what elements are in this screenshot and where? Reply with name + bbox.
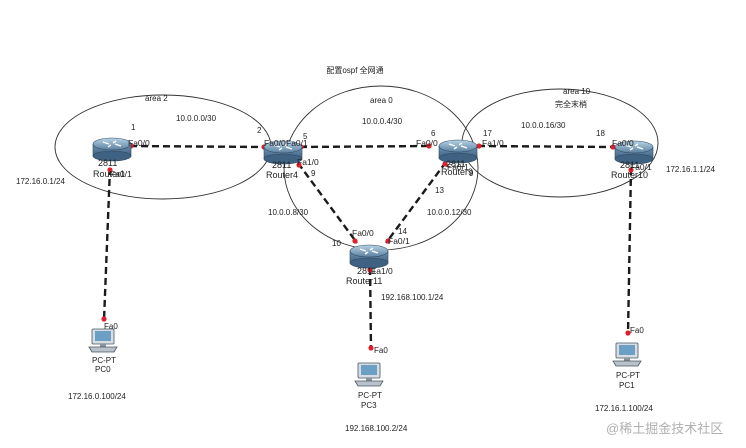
host-number: 17	[483, 129, 492, 138]
port-label-r4-fa00: Fa0/0	[264, 138, 286, 148]
subnet-r9-r11: 10.0.0.12/30	[427, 208, 472, 217]
router11[interactable]: 2811 Router11	[346, 244, 389, 286]
endpoint-dot	[628, 167, 634, 173]
port-label-r4-fa10: Fa1/0	[297, 157, 319, 167]
subnet-r4-r9: 10.0.0.4/30	[362, 117, 403, 126]
router11-name: Router11	[346, 276, 382, 286]
endpoint-dot	[476, 143, 482, 149]
endpoint-dot	[101, 316, 107, 322]
host-number: 13	[435, 186, 444, 195]
link-r9-r10	[477, 144, 615, 149]
pc3-ip: 192.168.100.2/24	[345, 424, 408, 433]
endpoint-dot	[367, 267, 373, 273]
pc1-type: PC-PT	[616, 371, 640, 380]
pc3-type: PC-PT	[358, 391, 382, 400]
area-2-label: area 2	[145, 94, 168, 103]
subnet-r1-r4: 10.0.0.0/30	[176, 114, 217, 123]
link-r1-r4	[129, 144, 266, 149]
host-number: 6	[431, 129, 436, 138]
pc0-port: Fa0	[104, 322, 118, 331]
endpoint-dot	[625, 330, 631, 336]
diagram-title: 配置ospf 全网通	[326, 65, 383, 75]
subnet-r4-r11: 10.0.0.8/30	[268, 208, 309, 217]
router9-model: 2811	[446, 159, 465, 169]
pc0-type: PC-PT	[92, 356, 116, 365]
port-label-r9-fa01: Fa0/1	[447, 162, 469, 172]
router11-model: 2811	[357, 266, 376, 276]
port-label-r1-fa01: Fa0/1	[110, 169, 132, 179]
router1-model: 2811	[98, 158, 117, 168]
pc0[interactable]: Fa0 PC-PT PC0 172.16.0.100/24	[68, 322, 126, 401]
port-label-r1-fa00: Fa0/0	[128, 138, 150, 148]
router10-name: Router10	[611, 170, 648, 180]
pc1-ip: 172.16.1.100/24	[595, 404, 653, 413]
endpoint-dot	[385, 238, 391, 244]
port-label-r11-fa10: Fa1/0	[371, 266, 393, 276]
router9[interactable]: 2811 Router9	[438, 139, 478, 177]
area-10-subtitle: 完全末梢	[555, 99, 587, 109]
host-number: 2	[257, 126, 262, 135]
watermark: @稀土掘金技术社区	[606, 421, 723, 436]
link-r9-r11	[385, 161, 447, 244]
pc-icon	[88, 328, 118, 353]
pc1-port: Fa0	[630, 326, 644, 335]
pc3-port: Fa0	[374, 346, 388, 355]
router9-name: Router9	[441, 167, 473, 177]
endpoint-dot	[352, 238, 358, 244]
pc0-ip: 172.16.0.100/24	[68, 392, 126, 401]
router10-model: 2811	[620, 160, 639, 170]
router4-model: 2811	[272, 160, 291, 170]
host-number: 9	[311, 169, 316, 178]
area-10-label: area 10	[563, 87, 591, 96]
link-r4-r11	[297, 162, 358, 244]
lan-ip-r10: 172.16.1.1/24	[666, 165, 715, 174]
subnet-r9-r10: 10.0.0.16/30	[521, 121, 566, 130]
endpoint-dot	[296, 162, 302, 168]
endpoint-dot	[442, 161, 448, 167]
pc3-name: PC3	[361, 401, 377, 410]
endpoint-dot	[107, 167, 113, 173]
endpoint-dot	[368, 345, 374, 351]
host-number: 9	[469, 169, 474, 178]
pc0-name: PC0	[95, 365, 111, 374]
pc1-name: PC1	[619, 381, 635, 390]
link-r11-pc3	[368, 267, 373, 350]
router10[interactable]: 2811 Router10	[611, 140, 654, 180]
lan-ip-r11: 192.168.100.1/24	[381, 293, 444, 302]
port-label-r4-fa01: Fa0/1	[286, 138, 308, 148]
link-r1-pc0	[102, 167, 112, 321]
area-0-label: area 0	[370, 96, 393, 105]
port-label-r10-fa00: Fa0/0	[612, 138, 634, 148]
router1-name: Router1	[93, 169, 125, 179]
pc3[interactable]: Fa0 PC-PT PC3 192.168.100.2/24	[345, 346, 408, 433]
host-number: 14	[398, 227, 407, 236]
pc1[interactable]: Fa0 PC-PT PC1 172.16.1.100/24	[595, 326, 653, 413]
port-label-r9-fa10: Fa1/0	[482, 138, 504, 148]
link-r10-pc1	[626, 167, 633, 335]
host-number: 1	[131, 123, 136, 132]
host-number: 5	[303, 132, 308, 141]
lan-ip-r1: 172.16.0.1/24	[16, 177, 65, 186]
router4[interactable]: 2811 Router4	[263, 140, 303, 180]
port-label-r11-fa01: Fa0/1	[388, 236, 410, 246]
port-label-r11-fa00: Fa0/0	[352, 228, 374, 238]
pc-icon	[354, 362, 384, 387]
router4-name: Router4	[266, 170, 298, 180]
endpoint-dot	[426, 143, 432, 149]
router-icon	[349, 244, 389, 269]
host-number: 10	[332, 239, 341, 248]
pc-icon	[612, 342, 642, 367]
port-label-r10-fa01: Fa0/1	[630, 162, 652, 172]
endpoint-dot	[610, 144, 616, 150]
router1[interactable]: 2811 Router1	[92, 137, 132, 179]
host-number: 18	[596, 129, 605, 138]
link-r4-r9	[299, 144, 431, 149]
port-label-r9-fa00: Fa0/0	[416, 138, 438, 148]
